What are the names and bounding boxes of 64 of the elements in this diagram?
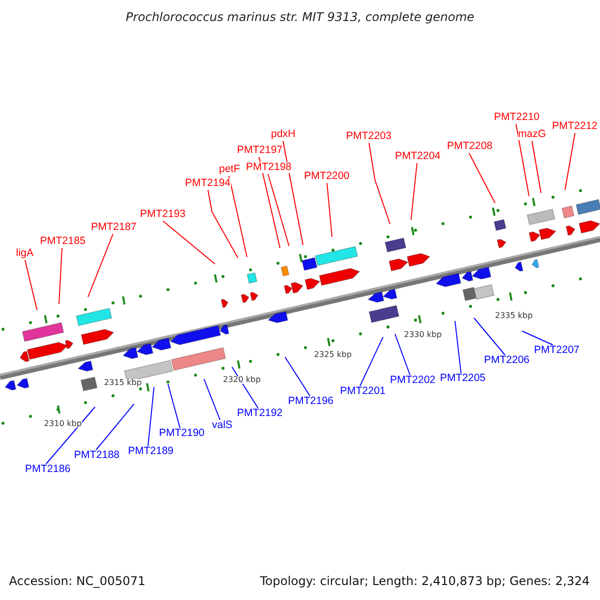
leader-line (168, 384, 180, 428)
scale-label: 2310 kbp (44, 420, 82, 428)
scale-label: 2320 kbp (223, 376, 261, 384)
gene-label: PMT2193 (140, 209, 186, 220)
leader-line (394, 334, 410, 376)
leader-line (564, 132, 576, 190)
gene-label: PMT2205 (440, 373, 486, 384)
gene-label: pdxH (271, 129, 296, 140)
leader-line (24, 260, 38, 310)
leader-line (88, 234, 114, 298)
leader-line (162, 220, 216, 264)
gene-label: valS (212, 420, 232, 430)
gene-label: PMT2196 (288, 396, 334, 406)
gene-label: PMT2200 (304, 171, 350, 182)
gene-label: PMT2186 (25, 464, 71, 474)
leader-line (516, 124, 530, 196)
leader-line (368, 142, 390, 224)
gene-label: PMT2194 (185, 178, 231, 188)
gene-label: PMT2212 (552, 121, 598, 132)
leader-line (58, 248, 62, 304)
leader-line (282, 140, 304, 246)
gene-label: PMT2201 (340, 386, 386, 396)
gene-label: PMT2187 (91, 222, 137, 232)
leader-line (46, 406, 96, 464)
accession-text: Accession: NC_005071 (9, 575, 146, 587)
leader-line (522, 330, 554, 346)
gene-label: PMT2202 (390, 375, 436, 386)
leader-line (228, 176, 248, 258)
leader-line (474, 318, 506, 356)
leader-line (454, 320, 462, 374)
gene-label: PMT2185 (40, 236, 86, 246)
leader-line (208, 190, 238, 258)
leader-line (532, 140, 542, 194)
gene-label: PMT2207 (534, 345, 580, 356)
gene-label: PMT2210 (494, 112, 540, 122)
gene-label: PMT2188 (74, 450, 120, 460)
leader-line (258, 156, 280, 248)
gene-label: PMT2190 (159, 428, 205, 438)
scale-label: 2330 kbp (404, 331, 442, 339)
gene-label: mazG (518, 129, 546, 140)
scale-label: 2325 kbp (314, 351, 352, 359)
leader-line (96, 404, 134, 450)
leader-line (268, 174, 290, 246)
leader-line (468, 152, 496, 204)
gene-label: PMT2206 (484, 355, 530, 366)
gene-label: PMT2192 (237, 408, 283, 418)
gene-label: PMT2204 (395, 151, 441, 162)
leader-line (284, 356, 310, 396)
gene-label: ligA (16, 248, 34, 258)
leader-line (410, 162, 418, 220)
leader-line (148, 386, 154, 446)
gene-label: PMT2198 (246, 162, 292, 172)
gene-label: PMT2197 (237, 145, 283, 156)
leader-line (360, 336, 384, 386)
leader-line (204, 378, 220, 420)
title: Prochlorococcus marinus str. MIT 9313, complete genome (124, 11, 476, 23)
scale-label: 2315 kbp (104, 379, 142, 387)
gene-label: PMT2208 (447, 141, 493, 152)
gene-label: PMT2189 (128, 446, 174, 456)
genome-summary-text: Topology: circular; Length: 2,410,873 bp; Genes: 2,324 (260, 575, 590, 587)
gene-label: PMT2203 (346, 131, 392, 142)
gene-label: petF (219, 164, 240, 174)
scale-label: 2335 kbp (495, 312, 533, 320)
leader-line (326, 182, 332, 238)
